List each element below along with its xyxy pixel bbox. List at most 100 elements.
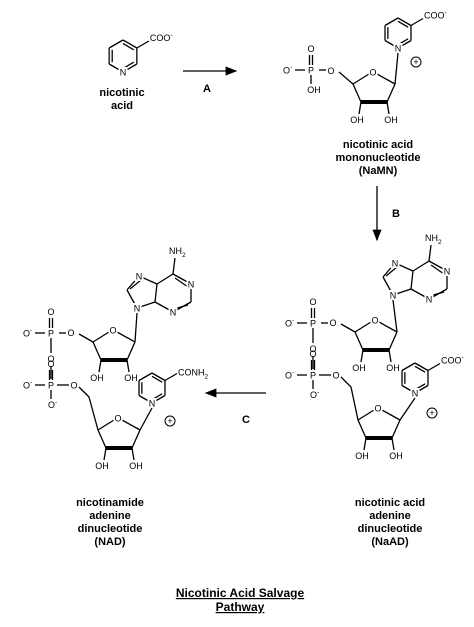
bond [386, 101, 390, 115]
title-line: Pathway [216, 600, 265, 614]
atom-label: O [114, 414, 121, 424]
bond [386, 83, 396, 103]
reaction-arrow-b: B [372, 186, 400, 242]
hydroxyl-group: OH [355, 451, 369, 461]
oxide-group: O- [285, 370, 294, 381]
positive-charge-icon [164, 415, 176, 427]
bond [392, 299, 398, 333]
title-line: Nicotinic Acid Salvage [176, 586, 305, 600]
bond [397, 17, 412, 27]
compound-name: dinucleotide [358, 523, 423, 535]
atom-label: O [47, 359, 54, 369]
bond [78, 386, 90, 398]
phosphorus-atom: P [48, 329, 54, 339]
atom-label: O [67, 328, 74, 338]
bond [430, 264, 445, 275]
compound-abbreviation: (NAD) [94, 536, 125, 548]
bond [126, 359, 130, 373]
positive-charge-sign: + [429, 408, 434, 418]
bond [394, 52, 399, 85]
hydroxyl-group: OH [90, 373, 104, 383]
bond [164, 372, 178, 382]
oxide-group: O- [285, 318, 294, 329]
bond [156, 273, 174, 285]
bond [97, 419, 115, 431]
bond [378, 321, 398, 333]
bond [139, 407, 153, 431]
compound-name: dinucleotide [78, 523, 143, 535]
atom-label: N [170, 308, 177, 318]
compound-name: nicotinamide [76, 497, 144, 509]
atom-label: N [444, 267, 451, 277]
atom-label: O [309, 349, 316, 359]
atom-label: O [329, 318, 336, 328]
hydroxyl-group: OH [389, 451, 403, 461]
bond [397, 20, 409, 28]
atom-label: N [149, 399, 156, 409]
atom-label: N [136, 272, 143, 282]
bond [414, 362, 429, 372]
hydroxyl-group: OH [95, 461, 109, 471]
step-label: B [392, 208, 400, 220]
amine-group: NH2 [169, 246, 186, 259]
atom-label: O [374, 404, 381, 414]
atom-label: O [47, 307, 54, 317]
carboxylate-group: COO- [441, 355, 464, 366]
atom-label: O [332, 371, 339, 381]
positive-charge-icon [426, 407, 438, 419]
bond [391, 437, 395, 451]
oxide-group: O- [310, 389, 319, 400]
hydroxyl-group: OH [352, 363, 366, 373]
atom-label: O [327, 66, 334, 76]
bond [129, 279, 142, 290]
atom-label: N [120, 68, 127, 78]
bond [354, 331, 364, 351]
oxide-group: O- [23, 380, 32, 391]
bond [376, 73, 396, 85]
compound-name: mononucleotide [336, 152, 421, 164]
atom-label: N [390, 291, 397, 301]
phosphorus-atom: P [310, 371, 316, 381]
compound-name: nicotinic [99, 87, 144, 99]
bond [358, 101, 362, 115]
reaction-arrow-a: A [183, 66, 238, 95]
positive-charge-icon [410, 56, 422, 68]
bond [103, 447, 107, 461]
atom-label: O [307, 44, 314, 54]
hydroxyl-group: OH [124, 373, 138, 383]
bond [363, 437, 367, 451]
hydroxyl-group: OH [384, 115, 398, 125]
atom-label: N [188, 280, 195, 290]
bond [391, 419, 401, 439]
bond [357, 409, 375, 421]
bond [428, 244, 432, 262]
compound-name: nicotinic acid [355, 497, 425, 509]
oxide-group: O- [48, 399, 57, 410]
atom-label: O [109, 326, 116, 336]
atom-label: O [309, 297, 316, 307]
bond [385, 266, 398, 277]
reaction-arrow-c: C [204, 388, 266, 426]
bond [357, 419, 367, 439]
bond [154, 283, 158, 303]
compound-name: acid [111, 100, 133, 112]
bond [131, 447, 135, 461]
bond [410, 270, 414, 290]
bond [122, 42, 135, 51]
bond [352, 73, 370, 85]
bond [384, 17, 399, 27]
amine-group: NH2 [425, 233, 442, 246]
hydroxyl-group: OH [129, 461, 143, 471]
bond [92, 331, 110, 343]
compound-abbreviation: (NaAD) [371, 536, 409, 548]
bond [134, 312, 138, 343]
bond [174, 277, 189, 288]
oxide-group: O- [283, 65, 292, 76]
bond [388, 331, 398, 351]
oxide-group: O- [23, 328, 32, 339]
bond [126, 341, 136, 361]
positive-charge-sign: + [413, 57, 418, 67]
phosphorus-atom: P [308, 66, 314, 76]
